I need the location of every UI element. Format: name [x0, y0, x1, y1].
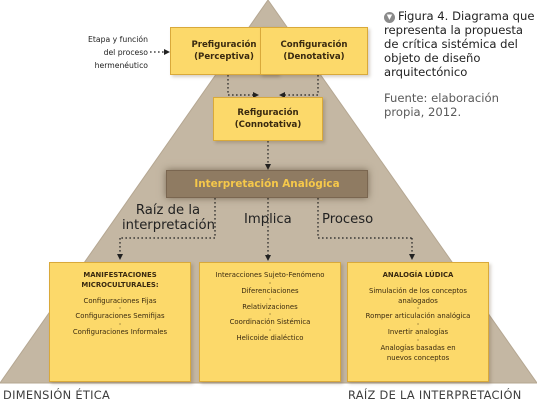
stage-label-line: del proceso: [103, 48, 148, 57]
branch-label-left: Raíz de la interpretación: [122, 203, 215, 233]
branch-label-left-line: interpretación: [122, 218, 215, 233]
bottom-box-title-line: ANALOGÍA LÚDICA: [382, 271, 454, 279]
arrowhead-band: [265, 164, 271, 170]
arrowhead-stage-label: [164, 49, 170, 55]
stage-label-line: hermenéutico: [94, 61, 148, 70]
arrow-down-icon: ▼: [384, 12, 395, 23]
refiguration-box: Refiguración (Connotativa): [213, 97, 323, 141]
figure-caption-text: Diagrama que representa la propuesta de …: [384, 9, 535, 79]
figure-source: Fuente: elaboración propia, 2012.: [384, 91, 499, 119]
bullet-dot-icon: ·: [416, 304, 420, 314]
bullet-dot-icon: ·: [416, 335, 420, 345]
branch-label-right: Proceso: [322, 212, 374, 227]
list-item: Coordinación Sistémica: [229, 318, 311, 327]
list-item: Interacciones Sujeto-Fenómeno: [215, 271, 325, 279]
configuration-box: Configuración (Denotativa): [260, 27, 368, 75]
bullet-dot-icon: ·: [268, 326, 272, 336]
footer-left-label: DIMENSIÓN ÉTICA: [3, 388, 111, 402]
bottom-box-middle: Interacciones Sujeto-Fenómeno · Diferenc…: [199, 262, 341, 382]
bottom-box-title-line: MANIFESTACIONES: [83, 271, 157, 279]
configuration-title: Configuración: [280, 40, 348, 50]
arrowhead-middle-box: [265, 255, 271, 261]
bottom-box-right: ANALOGÍA LÚDICA Simulación de los concep…: [347, 262, 489, 382]
bullet-dot-icon: ·: [416, 320, 420, 330]
list-item: Configuraciones Semifijas: [75, 312, 165, 321]
list-item: Analogías basadas en nuevos conceptos: [380, 343, 456, 362]
prefiguration-subtitle: (Perceptiva): [194, 52, 254, 62]
list-item: Simulación de los conceptos analogados: [369, 286, 467, 305]
bullet-dot-icon: ·: [268, 294, 272, 304]
bullet-dot-icon: ·: [268, 278, 272, 288]
analogical-interpretation-band: Interpretación Analógica: [166, 170, 368, 198]
branch-label-middle: Implica: [244, 212, 292, 227]
arrowhead-refiguration-right: [279, 92, 285, 98]
list-item: Romper articulación analógica: [365, 312, 471, 321]
stage-label: Etapa y función del proceso hermenéutico: [58, 33, 148, 72]
footer-right-label: RAÍZ DE LA INTERPRETACIÓN: [348, 388, 522, 402]
list-item: Helicoide dialéctico: [236, 334, 304, 343]
refiguration-title: Refiguración: [237, 108, 299, 118]
figure-label: Figura 4.: [398, 9, 449, 23]
bottom-box-left: MANIFESTACIONES MICROCULTURALES: Configu…: [49, 262, 191, 382]
configuration-subtitle: (Denotativa): [283, 52, 345, 62]
list-item: Diferenciaciones: [241, 286, 299, 295]
branch-label-left-line: Raíz de la: [135, 203, 201, 218]
arrowhead-left-box: [117, 254, 123, 260]
list-item: Relativizaciones: [242, 302, 298, 311]
list-item: Configuraciones Informales: [72, 328, 168, 337]
stage-label-line: Etapa y función: [88, 35, 148, 44]
arrowhead-right-box: [409, 254, 415, 260]
figure-caption: ▼Figura 4. Diagrama que representa la pr…: [384, 9, 536, 79]
refiguration-subtitle: (Connotativa): [234, 120, 302, 130]
list-item: Configuraciones Fijas: [83, 296, 157, 305]
arrowhead-refiguration-left: [253, 92, 259, 98]
bottom-box-title-line: MICROCULTURALES:: [81, 280, 159, 289]
bullet-dot-icon: ·: [118, 304, 122, 314]
bullet-dot-icon: ·: [268, 310, 272, 320]
list-item: Invertir analogías: [387, 328, 449, 337]
prefiguration-title: Prefiguración: [191, 40, 257, 50]
bullet-dot-icon: ·: [118, 320, 122, 330]
